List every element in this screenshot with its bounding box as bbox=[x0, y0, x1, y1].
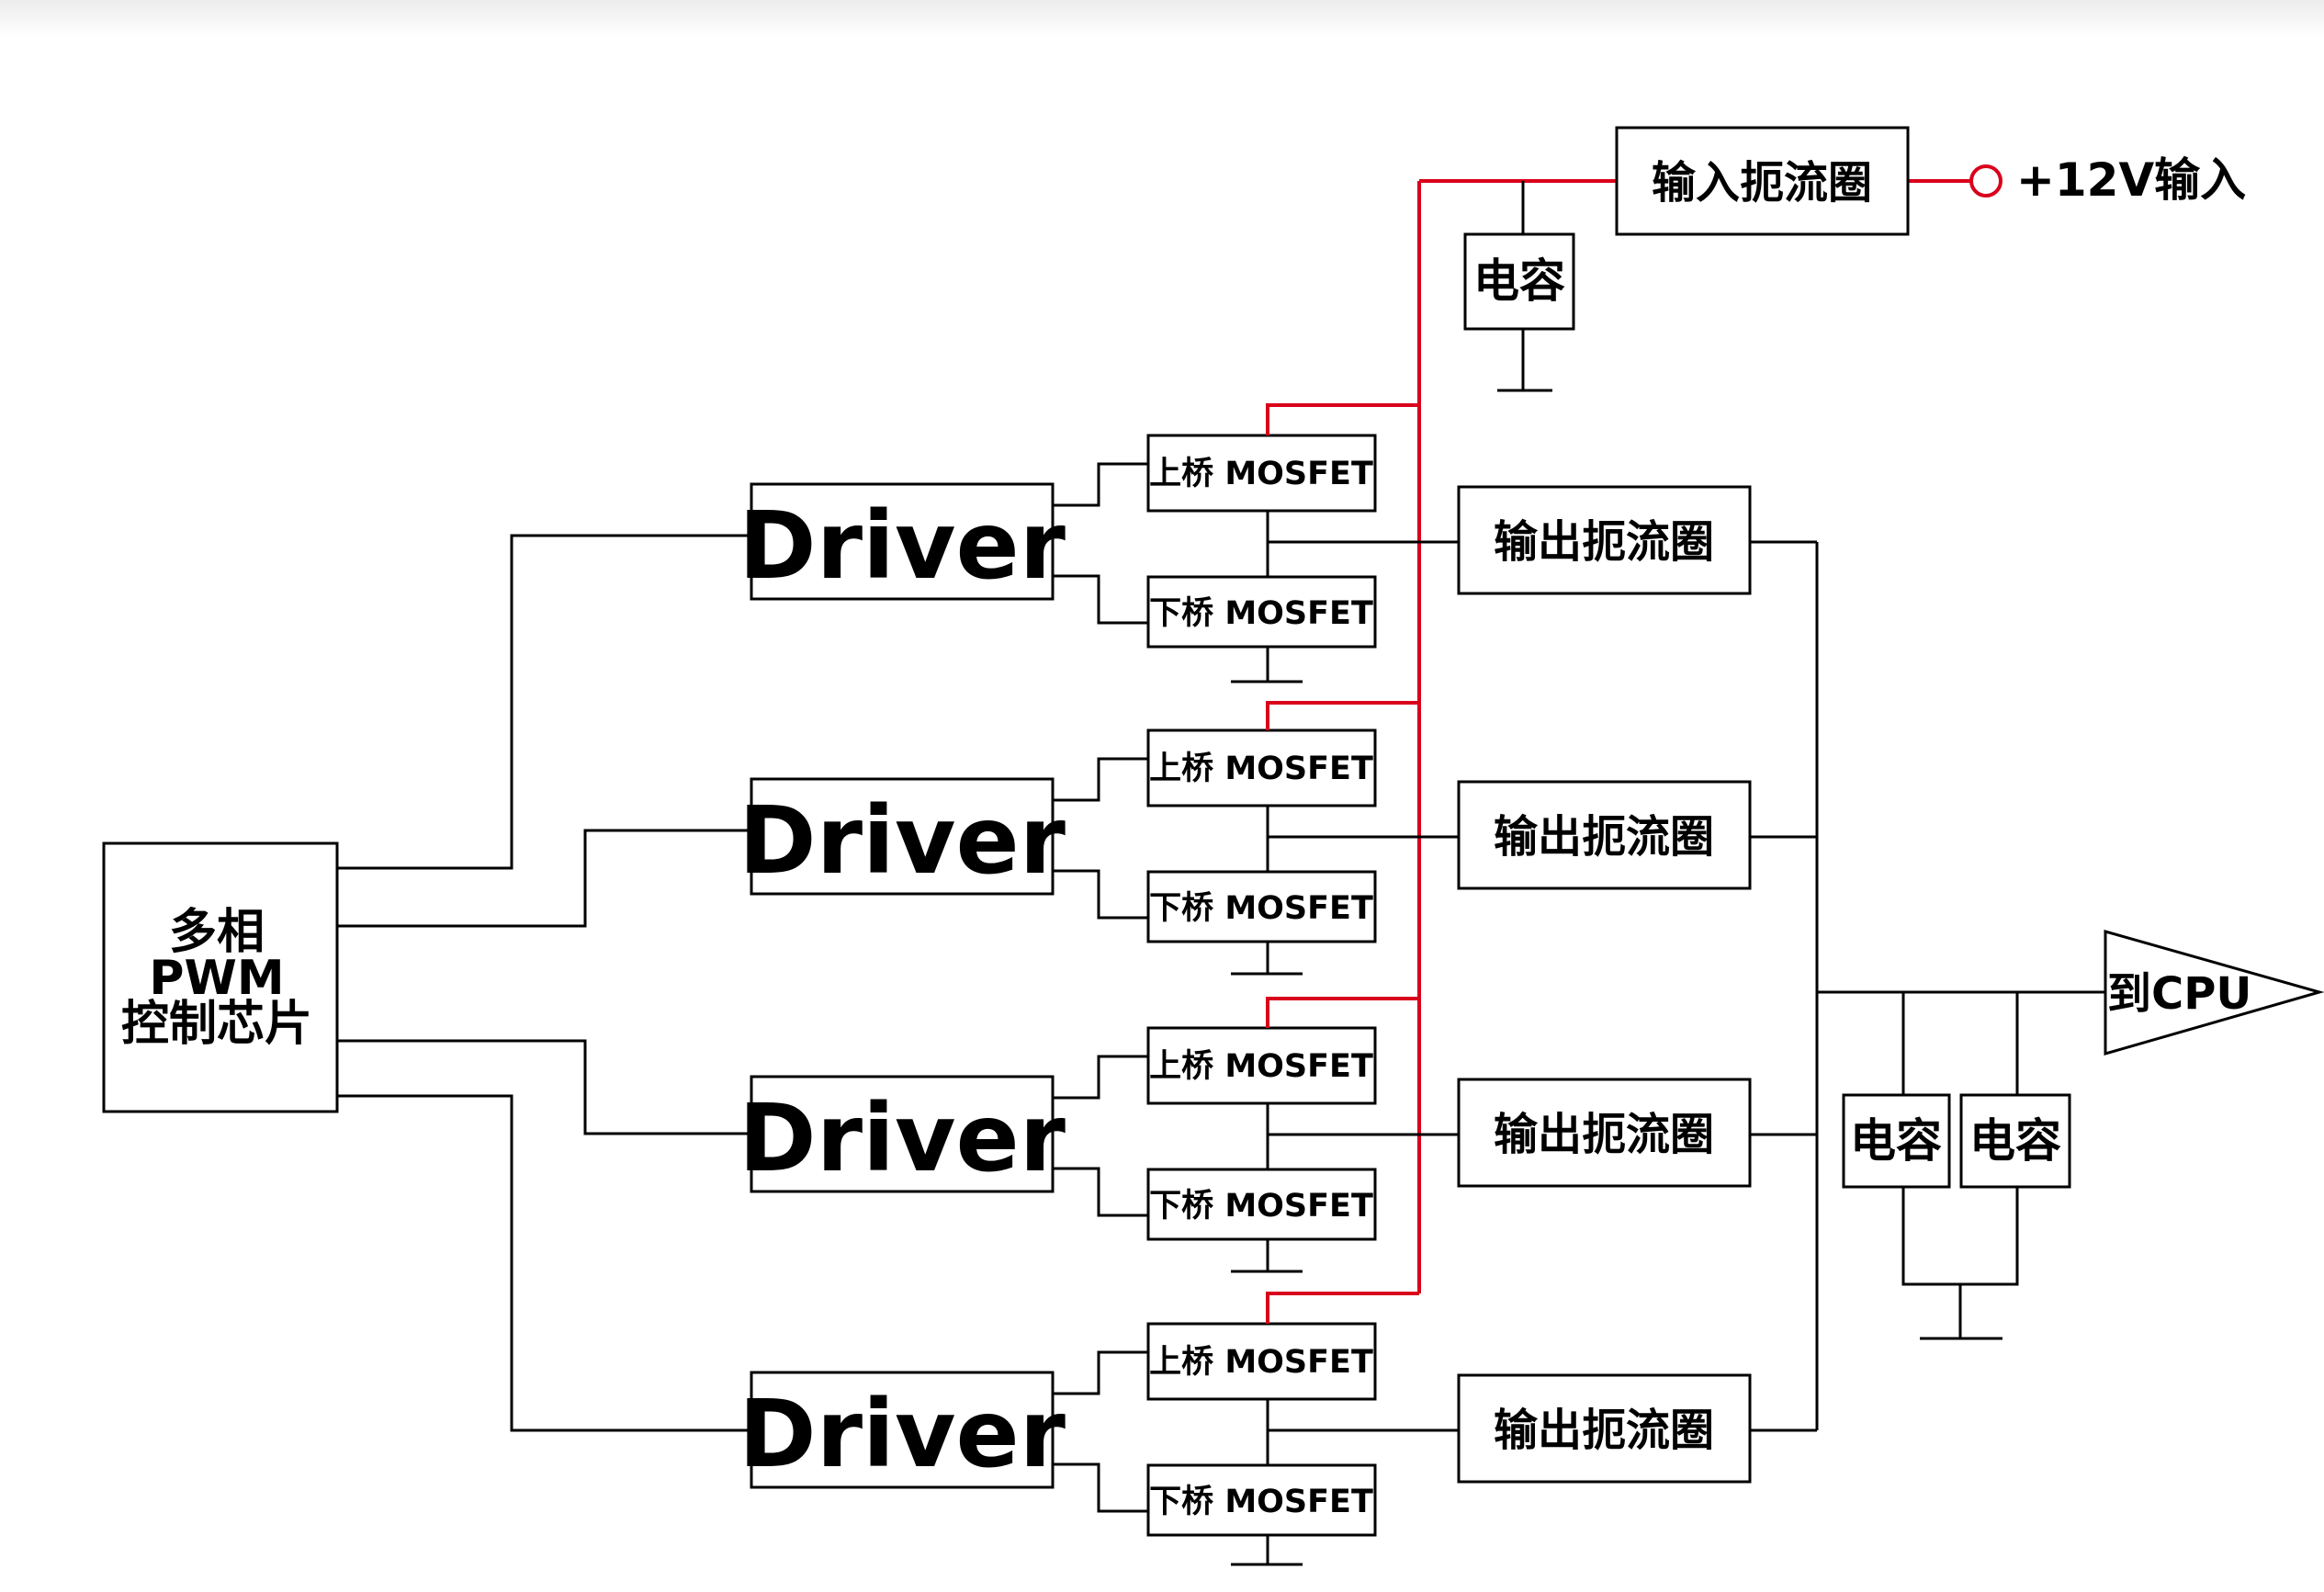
phase-2: Driver 上桥 MOSFET 下桥 MOSFET 输出扼流圈 bbox=[739, 701, 1817, 976]
output-capacitor-1-box bbox=[1842, 1093, 1951, 1189]
output-capacitor-2-box bbox=[1959, 1093, 2071, 1189]
output-choke-label: 输出扼流圈 bbox=[1494, 1109, 1714, 1160]
phase-4: Driver 上桥 MOSFET 下桥 MOSFET 输出扼流圈 bbox=[739, 1292, 1817, 1566]
driver-label: Driver bbox=[739, 1084, 1066, 1193]
driver-to-high-side bbox=[1053, 1350, 1148, 1395]
low-side-mosfet-box bbox=[1146, 1168, 1377, 1241]
low-side-mosfet-box bbox=[1146, 870, 1377, 943]
output-choke-label: 输出扼流圈 bbox=[1494, 516, 1714, 568]
rail-to-high-side bbox=[1266, 1292, 1419, 1324]
driver-label: Driver bbox=[739, 491, 1066, 601]
output-capacitor-1-label: 电容 bbox=[1850, 1114, 1942, 1168]
output-cap-ground-bus bbox=[1901, 1187, 2019, 1286]
driver-box bbox=[750, 1371, 1055, 1489]
pwm-label-line-1: 多相 bbox=[169, 905, 265, 960]
driver-to-low-side bbox=[1053, 574, 1148, 625]
driver-box bbox=[750, 482, 1055, 601]
pwm-controller-box bbox=[102, 841, 339, 1113]
window-top-shade bbox=[0, 0, 2324, 37]
low-side-mosfet-label: 下桥 MOSFET bbox=[1149, 890, 1373, 927]
high-side-mosfet-box bbox=[1146, 1322, 1377, 1401]
output-choke-box bbox=[1457, 485, 1752, 595]
low-side-mosfet-label: 下桥 MOSFET bbox=[1149, 1188, 1373, 1225]
driver-box bbox=[750, 777, 1055, 896]
high-side-mosfet-label: 上桥 MOSFET bbox=[1149, 1344, 1373, 1381]
high-side-mosfet-label: 上桥 MOSFET bbox=[1149, 751, 1373, 787]
pwm-label-line-2: PWM bbox=[149, 951, 284, 1006]
pwm-to-driver-4 bbox=[337, 1094, 751, 1432]
pwm-to-driver-2 bbox=[337, 829, 751, 928]
cpu-output-label: 到CPU bbox=[2107, 968, 2251, 1020]
input-choke-label: 输入扼流圈 bbox=[1652, 157, 1872, 209]
pwm-to-driver-3 bbox=[337, 1039, 751, 1135]
pwm-controller: 多相 PWM 控制芯片 bbox=[102, 534, 751, 1432]
input-terminal bbox=[1969, 164, 2002, 198]
low-side-mosfet-label: 下桥 MOSFET bbox=[1149, 1484, 1373, 1520]
output-choke-label: 输出扼流圈 bbox=[1494, 811, 1714, 863]
input-capacitor-box bbox=[1463, 232, 1575, 331]
low-side-mosfet-box bbox=[1146, 1463, 1377, 1537]
pwm-to-driver-1 bbox=[337, 534, 751, 870]
phase-3: Driver 上桥 MOSFET 下桥 MOSFET 输出扼流圈 bbox=[739, 997, 1817, 1273]
driver-to-low-side bbox=[1053, 1167, 1148, 1217]
output-capacitor-2-label: 电容 bbox=[1969, 1114, 2061, 1168]
output-choke-label: 输出扼流圈 bbox=[1494, 1405, 1714, 1456]
output-choke-box bbox=[1457, 780, 1752, 890]
output-choke-box bbox=[1457, 1078, 1752, 1188]
driver-box bbox=[750, 1075, 1055, 1193]
high-side-mosfet-box bbox=[1146, 434, 1377, 513]
low-side-mosfet-label: 下桥 MOSFET bbox=[1149, 595, 1373, 632]
high-side-mosfet-label: 上桥 MOSFET bbox=[1149, 456, 1373, 492]
phase-1: Driver 上桥 MOSFET 下桥 MOSFET 输出扼流圈 bbox=[739, 403, 1817, 683]
input-section: +12V输入 输入扼流圈 电容 bbox=[1417, 126, 2246, 1293]
driver-to-high-side bbox=[1053, 1055, 1148, 1100]
driver-to-low-side bbox=[1053, 869, 1148, 920]
input-label: +12V输入 bbox=[2016, 153, 2246, 207]
output-section: 电容 电容 到CPU bbox=[1815, 542, 2324, 1430]
rail-to-high-side bbox=[1266, 403, 1419, 435]
pwm-label-line-3: 控制芯片 bbox=[121, 997, 312, 1052]
high-side-mosfet-box bbox=[1146, 1026, 1377, 1105]
rail-to-high-side bbox=[1266, 701, 1419, 730]
output-choke-box bbox=[1457, 1373, 1752, 1484]
driver-label: Driver bbox=[739, 1380, 1066, 1489]
driver-to-high-side bbox=[1053, 757, 1148, 802]
driver-label: Driver bbox=[739, 786, 1066, 896]
input-capacitor-label: 电容 bbox=[1473, 254, 1565, 308]
cpu-output-arrow bbox=[2104, 930, 2324, 1056]
high-side-mosfet-box bbox=[1146, 728, 1377, 807]
rail-to-high-side bbox=[1266, 997, 1419, 1028]
low-side-mosfet-box bbox=[1146, 575, 1377, 649]
driver-to-high-side bbox=[1053, 462, 1148, 507]
driver-to-low-side bbox=[1053, 1462, 1148, 1513]
high-side-mosfet-label: 上桥 MOSFET bbox=[1149, 1048, 1373, 1085]
input-choke-box bbox=[1615, 126, 1910, 236]
